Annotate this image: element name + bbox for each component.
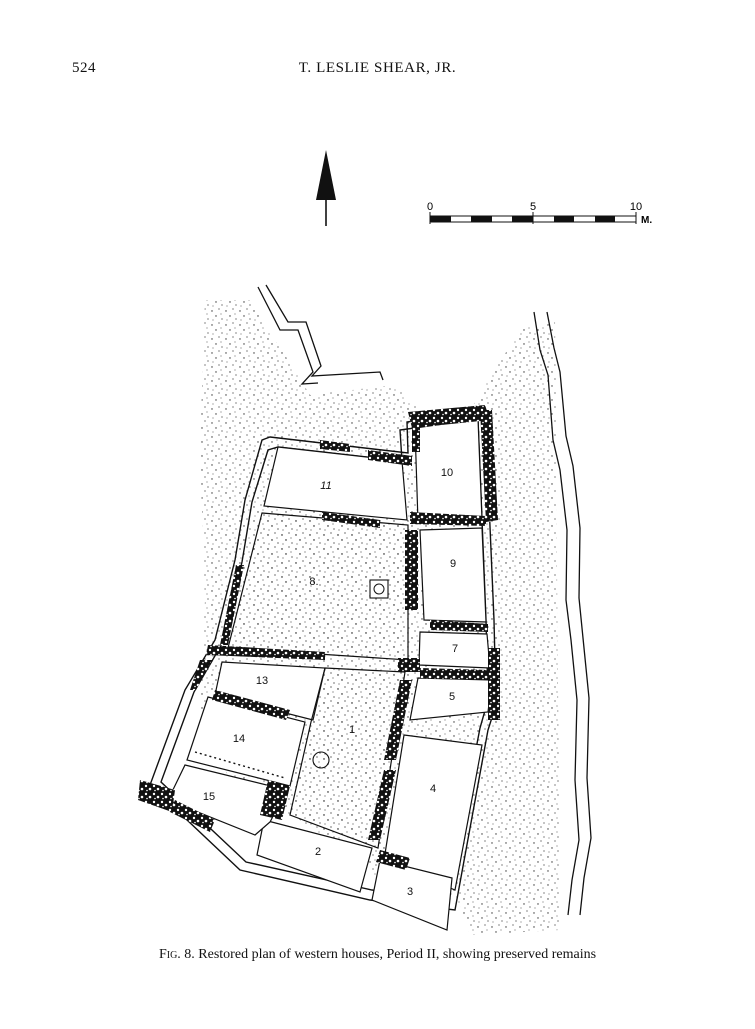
room-label-5: 5 (449, 691, 455, 703)
room-label-11: 11 (320, 480, 331, 492)
room-label-8: 8. (309, 576, 318, 588)
street-wall-east (533, 311, 592, 916)
room-label-15: 15 (203, 791, 215, 803)
room-label-2: 2 (315, 846, 321, 858)
room-label-9: 9 (450, 558, 456, 570)
room-label-7: 7 (452, 643, 458, 655)
courtyards (227, 512, 409, 849)
scale-unit: M. (641, 215, 652, 226)
room-labels: 1 2 3 4 5 7 8. 9 10 11 13 14 15 (203, 467, 458, 898)
dotted-wall-trace (194, 751, 286, 779)
figure-number: Fig. 8. (158, 947, 195, 962)
room-label-14: 14 (233, 733, 245, 745)
room-outlines (167, 418, 493, 931)
room-label-4: 4 (430, 783, 436, 795)
room-label-1: 1 (349, 724, 355, 736)
room-label-13: 13 (256, 675, 268, 687)
page-number: 524 (72, 60, 96, 76)
room-label-3: 3 (407, 886, 413, 898)
running-head: T. LESLIE SHEAR, JR. (298, 60, 457, 76)
street-wall-nw (257, 284, 384, 385)
preserved-wall-remains (138, 405, 500, 870)
scale-bar: 0 5 10 M. (427, 201, 652, 226)
scale-label-5: 5 (530, 201, 536, 213)
north-arrow-icon (316, 150, 336, 226)
scale-label-0: 0 (427, 201, 433, 213)
room-11-outline (263, 446, 408, 521)
figure-caption: Fig. 8. Restored plan of western houses,… (0, 947, 755, 963)
scale-label-10: 10 (630, 201, 642, 213)
cistern-markers (312, 579, 389, 769)
room-label-10: 10 (441, 467, 453, 479)
figure-caption-text: Restored plan of western houses, Period … (198, 947, 597, 962)
